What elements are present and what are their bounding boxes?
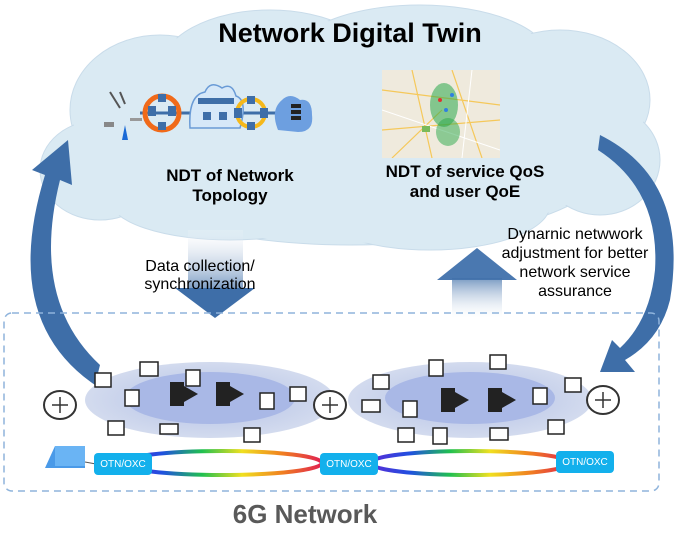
network-domain-right xyxy=(348,354,592,445)
ndt-topology-label-line1: NDT of Network xyxy=(166,166,294,185)
data-collection-arrow xyxy=(175,230,255,318)
otn-oxc-node: OTN/OXC xyxy=(320,453,378,475)
ndt-qos-label-line2: and user QoE xyxy=(409,181,521,201)
adjustment-label: Dynarnic netwwork adjustment for better … xyxy=(468,226,682,302)
network-label: 6G Network xyxy=(232,499,378,529)
topology-illustration xyxy=(104,84,313,140)
ndt-topology-label: NDT of Network Topology xyxy=(130,166,330,205)
ndt-topology-label-line2: Topology xyxy=(192,185,268,205)
adjustment-label-line3: network service xyxy=(519,263,631,281)
qos-heatmap-image xyxy=(382,70,500,158)
adjustment-label-line1: Dynarnic netwwork xyxy=(507,226,643,243)
network-boundary xyxy=(3,312,660,492)
optical-ring-right xyxy=(368,449,572,477)
router-icon xyxy=(43,390,77,420)
ndt-qos-label-line1: NDT of service QoS xyxy=(385,162,545,181)
ndt-qos-label: NDT of service QoS and user QoE xyxy=(350,162,580,201)
network-domain-left xyxy=(85,361,335,443)
data-collection-label-line2: synchronization xyxy=(144,276,256,294)
data-center-icon xyxy=(45,446,97,468)
left-feedback-arrow xyxy=(30,140,100,385)
data-collection-label: Data collection/ synchronization xyxy=(100,258,300,295)
otn-oxc-node: OTN/OXC xyxy=(556,451,614,473)
optical-ring-left xyxy=(120,449,324,477)
adjustment-arrow xyxy=(437,248,517,318)
data-collection-label-line1: Data collection/ xyxy=(145,258,255,275)
otn-oxc-node: OTN/OXC xyxy=(94,453,152,475)
diagram-title: Network Digital Twin xyxy=(218,18,482,48)
adjustment-label-line2: adjustment for better xyxy=(501,244,649,262)
router-icon xyxy=(313,390,347,420)
router-icon xyxy=(586,385,620,415)
right-feedback-arrow xyxy=(598,135,674,372)
adjustment-label-line4: assurance xyxy=(535,282,615,302)
